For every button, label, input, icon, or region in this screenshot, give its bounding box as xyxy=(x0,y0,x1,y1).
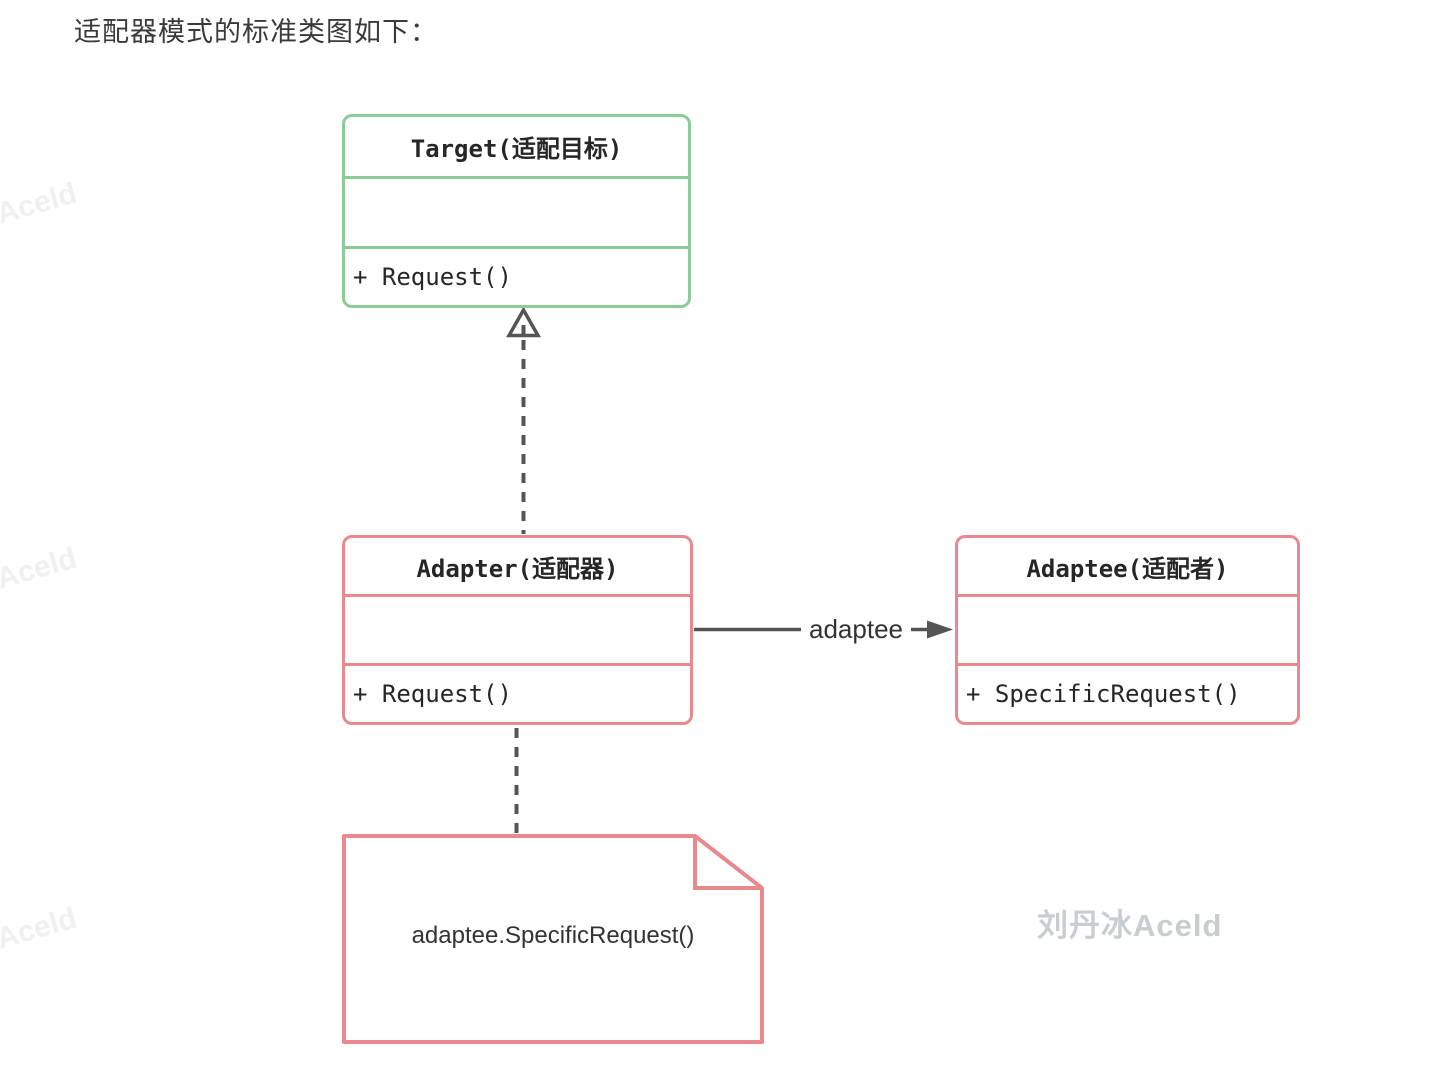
class-adaptee-attributes xyxy=(958,597,1297,666)
class-box-adaptee: Adaptee(适配者) + SpecificRequest() xyxy=(955,535,1300,725)
association-label: adaptee xyxy=(801,611,911,647)
note-text: adaptee.SpecificRequest() xyxy=(411,922,695,949)
realization-arrow xyxy=(505,306,542,534)
watermark-side: 刘丹冰Aceld xyxy=(0,901,81,981)
class-adaptee-name: Adaptee(适配者) xyxy=(958,538,1297,597)
hollow-triangle-arrowhead-icon xyxy=(505,306,542,338)
class-adapter-name: Adapter(适配器) xyxy=(345,538,690,597)
watermark-side: 刘丹冰Aceld xyxy=(0,541,81,621)
watermark-main: 刘丹冰Aceld xyxy=(1037,908,1223,943)
note-fold-corner-icon xyxy=(693,836,762,890)
watermark-side: 刘丹冰Aceld xyxy=(0,176,81,256)
class-target-name: Target(适配目标) xyxy=(345,117,688,179)
class-target-method: + Request() xyxy=(353,263,512,291)
page-title: 适配器模式的标准类图如下： xyxy=(74,17,438,47)
class-box-adapter: Adapter(适配器) + Request() xyxy=(342,535,693,725)
class-box-target: Target(适配目标) + Request() xyxy=(342,114,691,308)
class-target-attributes xyxy=(345,179,688,249)
filled-triangle-arrowhead-icon xyxy=(927,620,953,639)
class-adaptee-method: + SpecificRequest() xyxy=(966,680,1241,708)
class-adapter-attributes xyxy=(345,597,690,666)
class-adapter-method: + Request() xyxy=(353,680,512,708)
